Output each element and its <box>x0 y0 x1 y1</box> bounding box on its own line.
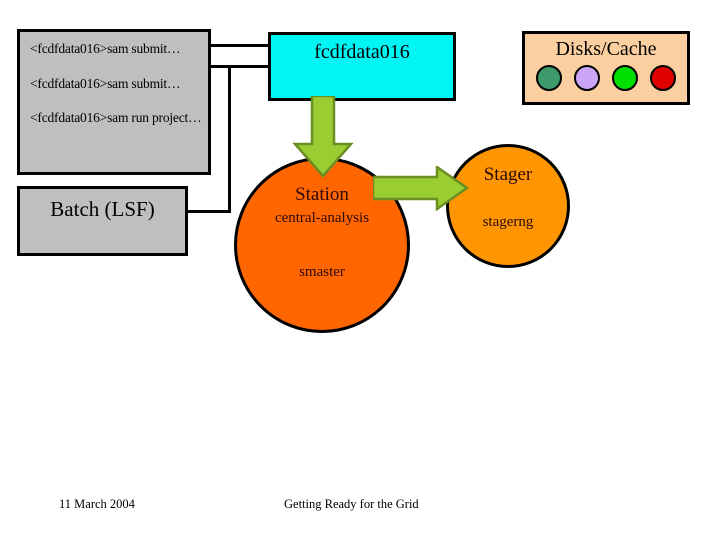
connector-vertical-drop <box>228 65 231 213</box>
terminal-line-2: <fcdfdata016>sam submit… <box>30 75 181 91</box>
stager-title: Stager <box>483 164 533 185</box>
disks-cache-box: Disks/Cache <box>522 31 690 105</box>
terminal-line-3: <fcdfdata016>sam run project… <box>30 110 202 125</box>
arrow-station-to-stager <box>373 166 469 212</box>
disk-dot-lavender <box>574 65 600 91</box>
station-subtitle: central-analysis <box>274 210 370 226</box>
arrow-node-to-station <box>292 96 354 178</box>
stager-circle: Stager stagerng <box>446 144 570 268</box>
disks-cache-label: Disks/Cache <box>555 38 657 60</box>
terminal-window: <fcdfdata016>sam submit… <fcdfdata016>sa… <box>17 29 211 175</box>
node-fcdfdata016-box: fcdfdata016 <box>268 32 456 101</box>
batch-lsf-label: Batch (LSF) <box>50 197 155 221</box>
station-title: Station <box>295 184 349 205</box>
stager-process-label: stagerng <box>482 214 534 230</box>
disk-dot-red <box>650 65 676 91</box>
footer-date: 11 March 2004 <box>59 497 135 511</box>
disk-dot-green-dark <box>536 65 562 91</box>
connector-terminal-to-node-second-horizontal <box>208 65 271 68</box>
disk-dot-row <box>536 65 676 91</box>
footer-title: Getting Ready for the Grid <box>284 497 419 511</box>
connector-terminal-to-node-horizontal <box>208 44 271 47</box>
disk-dot-green-bright <box>612 65 638 91</box>
station-process-label: smaster <box>299 264 345 280</box>
node-fcdfdata016-label: fcdfdata016 <box>314 41 410 63</box>
batch-lsf-box: Batch (LSF) <box>17 186 188 256</box>
connector-to-batch-horizontal <box>185 210 231 213</box>
terminal-line-1: <fcdfdata016>sam submit… <box>30 41 181 56</box>
